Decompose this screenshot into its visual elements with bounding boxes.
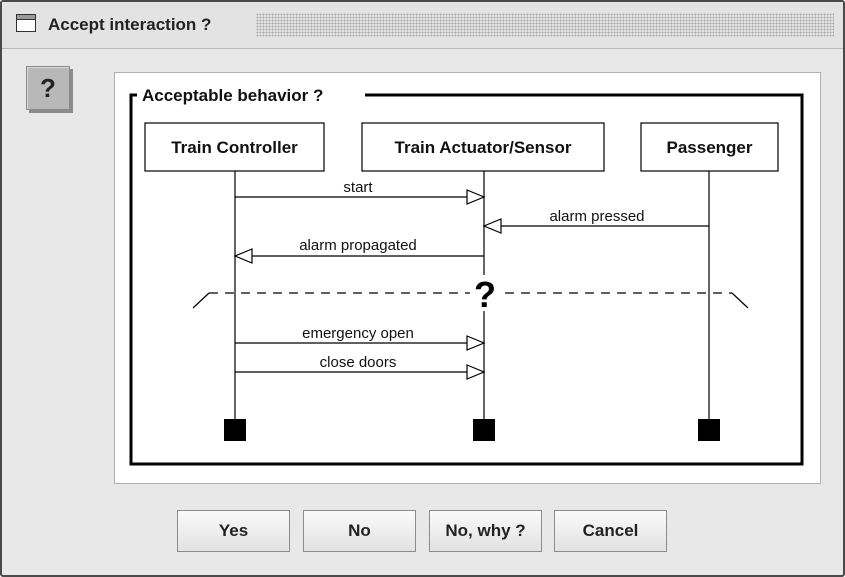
message-label: start (343, 179, 373, 196)
message-alarm-pressed: alarm pressed (482, 208, 709, 234)
lifeline-end-marker (698, 419, 720, 441)
lifeline-end-marker (224, 419, 246, 441)
lifeline-passenger: Passenger (640, 122, 779, 441)
question-icon: ? (26, 66, 70, 110)
yes-button[interactable]: Yes (177, 510, 290, 552)
frame-border (129, 93, 804, 466)
lifeline-label: Train Controller (171, 138, 298, 157)
title-bar-texture (256, 13, 834, 37)
arrowhead (233, 248, 253, 264)
no-button[interactable]: No (303, 510, 416, 552)
unknown-continuation-marker: ? (474, 274, 496, 315)
arrowhead (482, 218, 502, 234)
lifeline-label: Train Actuator/Sensor (395, 138, 572, 157)
window-title: Accept interaction ? (48, 15, 212, 34)
interaction-break-separator: ? (192, 274, 749, 315)
message-alarm-propagated: alarm propagated (233, 237, 484, 264)
arrowhead (466, 335, 486, 351)
arrowhead (466, 189, 486, 205)
message-label: emergency open (302, 325, 414, 342)
frame-label: Acceptable behavior ? (142, 86, 323, 105)
cancel-button[interactable]: Cancel (554, 510, 667, 552)
message-label: close doors (320, 354, 397, 371)
message-close-doors: close doors (235, 354, 486, 380)
diagram-panel: Acceptable behavior ? Train Controller T… (114, 72, 821, 484)
lifeline-train-actuator-sensor: Train Actuator/Sensor (361, 122, 605, 441)
title-bar[interactable]: Accept interaction ? (2, 2, 843, 49)
message-label: alarm propagated (299, 237, 417, 254)
no-why-button[interactable]: No, why ? (429, 510, 542, 552)
sequence-diagram: Acceptable behavior ? Train Controller T… (129, 86, 804, 466)
message-label: alarm pressed (549, 208, 644, 225)
message-start: start (235, 179, 486, 205)
message-emergency-open: emergency open (235, 325, 486, 351)
lifeline-label: Passenger (667, 138, 753, 157)
lifeline-end-marker (473, 419, 495, 441)
lifeline-train-controller: Train Controller (144, 122, 325, 441)
window-icon (16, 14, 36, 32)
arrowhead (466, 364, 486, 380)
